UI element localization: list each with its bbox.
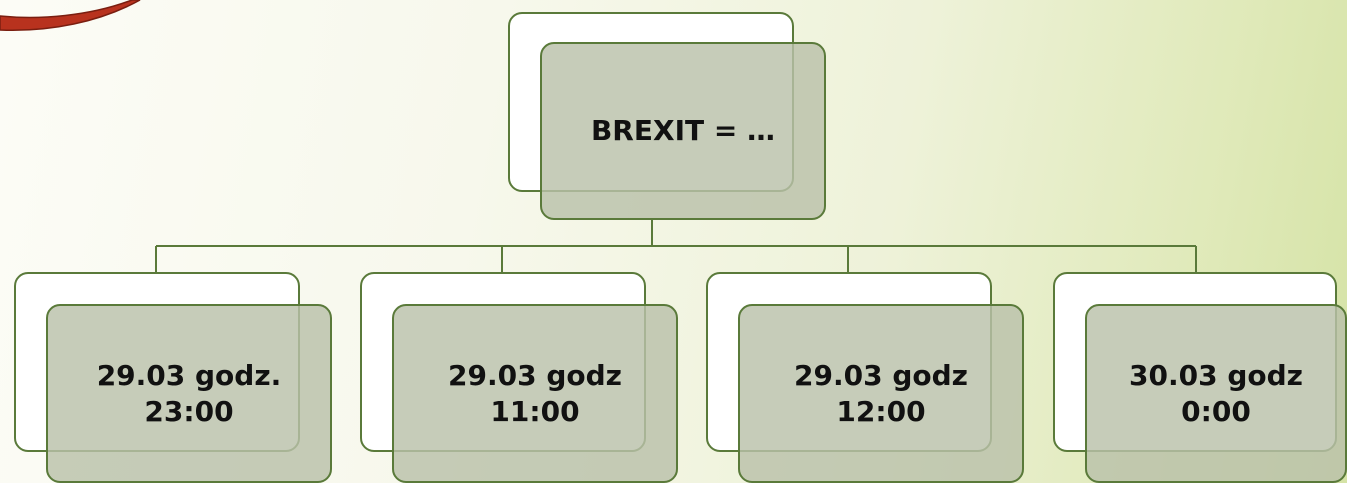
child-node-front-card: 30.03 godz 0:00 bbox=[1085, 304, 1347, 483]
child-node-front-card: 29.03 godz 11:00 bbox=[392, 304, 678, 483]
root-node-front-card: BREXIT = … bbox=[540, 42, 826, 220]
decorative-swoosh bbox=[0, 0, 141, 31]
child-node-front-card: 29.03 godz 12:00 bbox=[738, 304, 1024, 483]
child-node-label: 29.03 godz 11:00 bbox=[448, 358, 622, 428]
child-node-label: 29.03 godz. 23:00 bbox=[96, 358, 282, 428]
child-node-label: 29.03 godz 12:00 bbox=[794, 358, 968, 428]
root-node-label: BREXIT = … bbox=[590, 114, 776, 147]
child-node-front-card: 29.03 godz. 23:00 bbox=[46, 304, 332, 483]
child-node-label: 30.03 godz 0:00 bbox=[1129, 358, 1303, 428]
